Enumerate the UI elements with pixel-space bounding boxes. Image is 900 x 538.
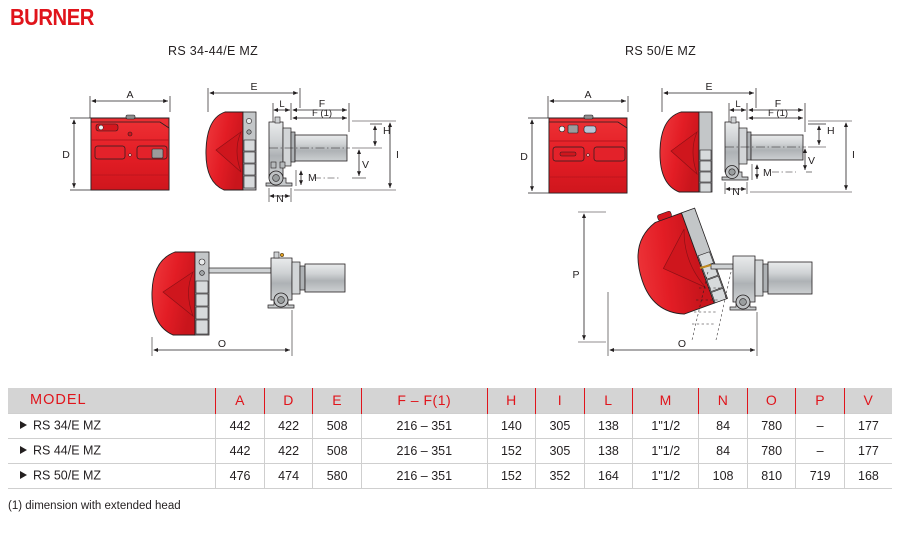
column-header-d: D	[264, 388, 314, 413]
model-label: RS 50/E MZ	[33, 468, 102, 483]
svg-text:E: E	[250, 81, 257, 93]
cell-m: 1"1/2	[632, 412, 700, 439]
cell-i: 305	[535, 412, 585, 439]
svg-text:F: F	[775, 98, 781, 110]
svg-text:E: E	[705, 81, 712, 93]
specifications-table: MODEL A D E F – F(1) H I L M N O P V RS …	[8, 388, 892, 489]
svg-text:H: H	[383, 125, 391, 137]
svg-text:L: L	[735, 99, 740, 110]
column-header-f: F – F(1)	[361, 388, 488, 413]
svg-text:P: P	[572, 269, 579, 281]
svg-text:F (1): F (1)	[768, 108, 788, 119]
cell-a: 442	[215, 412, 265, 439]
svg-text:N: N	[732, 186, 740, 198]
svg-text:N: N	[276, 193, 284, 205]
cell-p: –	[795, 412, 845, 439]
column-header-h: H	[487, 388, 537, 413]
table-row[interactable]: RS 34/E MZ 442 422 508 216 – 351 140 305…	[8, 412, 892, 439]
column-header-n: N	[698, 388, 748, 413]
svg-text:O: O	[678, 338, 686, 350]
brand-logo: BURNER	[10, 4, 94, 30]
cell-h: 152	[487, 463, 537, 489]
cell-e: 508	[312, 412, 362, 439]
model-label: RS 44/E MZ	[33, 443, 102, 458]
model-label: RS 34/E MZ	[33, 418, 102, 433]
cell-i: 352	[535, 463, 585, 489]
cell-n: 84	[698, 438, 748, 464]
column-header-model: MODEL	[8, 388, 217, 413]
column-header-i: I	[535, 388, 585, 413]
cell-n: 84	[698, 412, 748, 439]
drawing-title-right: RS 50/E MZ	[625, 44, 697, 58]
svg-text:I: I	[396, 149, 399, 161]
drawing-title-left: RS 34-44/E MZ	[168, 44, 259, 58]
cell-m: 1"1/2	[632, 438, 700, 464]
cell-d: 474	[264, 463, 314, 489]
cell-p: 719	[795, 463, 845, 489]
svg-text:F: F	[319, 98, 325, 110]
cell-l: 138	[584, 412, 634, 439]
cell-a: 442	[215, 438, 265, 464]
svg-text:M: M	[308, 172, 317, 184]
column-header-o: O	[747, 388, 797, 413]
svg-text:D: D	[62, 149, 70, 161]
cell-v: 168	[844, 463, 892, 489]
svg-text:F (1): F (1)	[312, 108, 332, 119]
table-header-row: MODEL A D E F – F(1) H I L M N O P V	[8, 388, 892, 413]
table-footnote: (1) dimension with extended head	[8, 500, 181, 512]
model-name-cell: RS 34/E MZ	[8, 412, 217, 439]
cell-d: 422	[264, 412, 314, 439]
svg-text:A: A	[584, 89, 591, 101]
model-name-cell: RS 44/E MZ	[8, 438, 217, 464]
cell-n: 108	[698, 463, 748, 489]
bullet-triangle-icon	[20, 470, 27, 479]
technical-drawings: A D E	[62, 81, 855, 356]
cell-i: 305	[535, 438, 585, 464]
cell-v: 177	[844, 412, 892, 439]
column-header-m: M	[632, 388, 700, 413]
bullet-triangle-icon	[20, 420, 27, 429]
svg-text:V: V	[362, 159, 369, 171]
column-header-l: L	[584, 388, 634, 413]
cell-e: 508	[312, 438, 362, 464]
cell-o: 780	[747, 438, 797, 464]
column-header-e: E	[312, 388, 362, 413]
svg-text:M: M	[763, 167, 772, 179]
cell-v: 177	[844, 438, 892, 464]
cell-l: 164	[584, 463, 634, 489]
cell-f: 216 – 351	[361, 438, 488, 464]
cell-o: 780	[747, 412, 797, 439]
svg-text:I: I	[852, 149, 855, 161]
model-name-cell: RS 50/E MZ	[8, 463, 217, 489]
svg-text:O: O	[218, 338, 226, 350]
cell-h: 140	[487, 412, 537, 439]
cell-f: 216 – 351	[361, 463, 488, 489]
column-header-v: V	[844, 388, 892, 413]
cell-e: 580	[312, 463, 362, 489]
cell-m: 1"1/2	[632, 463, 700, 489]
bullet-triangle-icon	[20, 445, 27, 454]
svg-text:A: A	[126, 89, 133, 101]
column-header-a: A	[215, 388, 265, 413]
column-header-p: P	[795, 388, 845, 413]
cell-o: 810	[747, 463, 797, 489]
cell-a: 476	[215, 463, 265, 489]
cell-d: 422	[264, 438, 314, 464]
svg-text:D: D	[520, 151, 528, 163]
svg-text:L: L	[279, 99, 284, 110]
cell-p: –	[795, 438, 845, 464]
cell-l: 138	[584, 438, 634, 464]
table-row[interactable]: RS 50/E MZ 476 474 580 216 – 351 152 352…	[8, 463, 892, 489]
svg-text:V: V	[808, 155, 815, 167]
cell-f: 216 – 351	[361, 412, 488, 439]
cell-h: 152	[487, 438, 537, 464]
svg-text:H: H	[827, 125, 835, 137]
table-row[interactable]: RS 44/E MZ 442 422 508 216 – 351 152 305…	[8, 438, 892, 464]
